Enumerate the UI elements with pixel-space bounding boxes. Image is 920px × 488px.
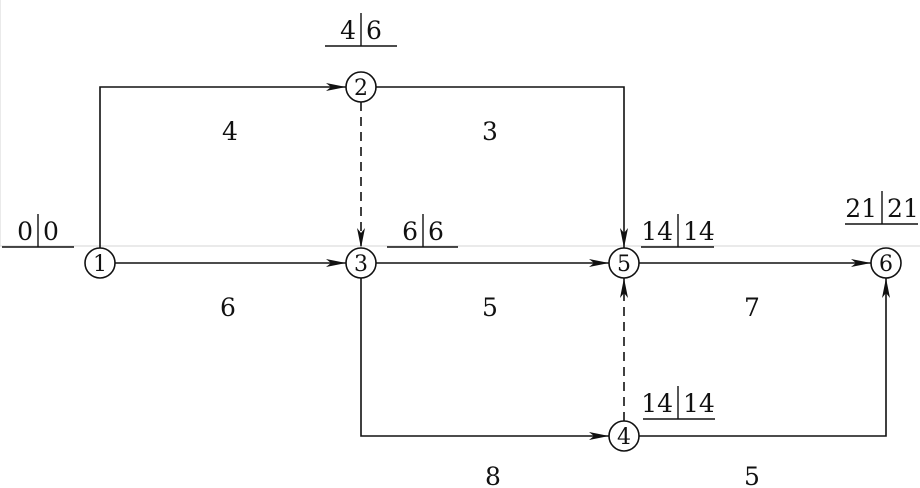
earliest-time-label: 0 [17, 217, 33, 246]
earliest-time-label: 14 [641, 217, 673, 246]
latest-time-label: 14 [683, 217, 715, 246]
latest-time-label: 14 [683, 389, 715, 418]
node-4: 4 [608, 420, 640, 452]
activity-duration-label: 6 [220, 293, 236, 322]
activity-arrow [99, 83, 346, 248]
nodes-layer: 1 2 3 4 5 6 [84, 71, 902, 452]
node-circle [84, 247, 116, 279]
activity-duration-label: 8 [485, 462, 501, 488]
activity-duration-label: 5 [482, 293, 498, 322]
node-circle [345, 247, 377, 279]
node-circle [608, 420, 640, 452]
node-2: 2 [345, 71, 377, 103]
frame-line [0, 0, 920, 247]
node-number-label: 2 [354, 76, 368, 101]
node-6: 6 [870, 247, 902, 279]
node-number-label: 6 [879, 252, 893, 277]
node-number-label: 1 [93, 252, 107, 277]
earliest-time-label: 14 [641, 389, 673, 418]
node-number-label: 4 [617, 425, 631, 450]
time-parameters-5: 14 14 [641, 214, 715, 248]
node-3: 3 [345, 247, 377, 279]
edges-layer [99, 83, 890, 440]
node-circle [608, 247, 640, 279]
node-number-label: 5 [617, 252, 631, 277]
node-circle [345, 71, 377, 103]
latest-time-label: 21 [887, 194, 919, 223]
earliest-time-label: 21 [845, 194, 877, 223]
activity-duration-label: 3 [482, 117, 498, 146]
earliest-time-label: 6 [402, 217, 418, 246]
latest-time-label: 6 [366, 16, 382, 45]
activity-duration-label: 5 [744, 462, 760, 488]
node-circle [870, 247, 902, 279]
activity-duration-label: 7 [744, 293, 760, 322]
activity-duration-label: 4 [222, 117, 238, 146]
node-5: 5 [608, 247, 640, 279]
activity-arrow [360, 278, 609, 440]
node-1: 1 [84, 247, 116, 279]
time-parameters-4: 14 14 [641, 386, 715, 420]
activity-arrow [639, 278, 890, 437]
latest-time-label: 6 [428, 217, 444, 246]
time-parameters-6: 21 21 [845, 191, 919, 225]
earliest-time-label: 4 [340, 16, 356, 45]
activity-arrow [376, 86, 628, 248]
node-number-label: 3 [354, 252, 368, 277]
latest-time-label: 0 [43, 217, 59, 246]
